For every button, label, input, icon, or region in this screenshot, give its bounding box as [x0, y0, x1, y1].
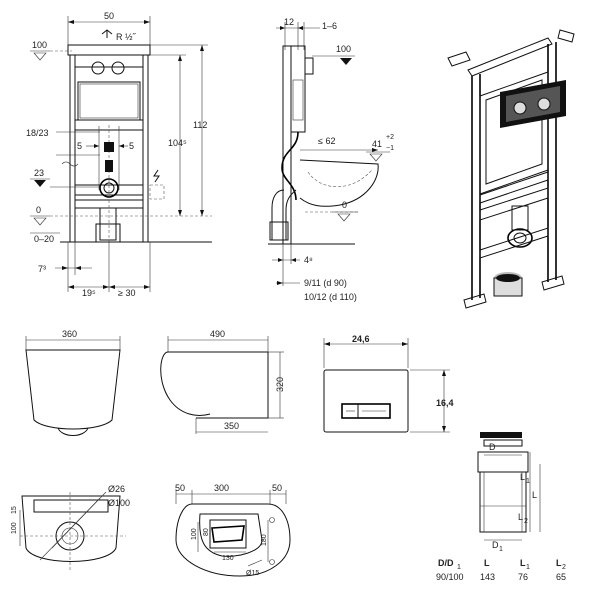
bowl-front-width: 360 [62, 329, 77, 339]
bowl-back-dia-a: Ø26 [108, 484, 125, 494]
bowl-top-dim-d: 180 [261, 534, 268, 546]
flush-button-left-icon [91, 61, 105, 75]
fixing-hole-icon [269, 559, 275, 565]
front-level-floor: 0 [36, 205, 41, 215]
table-header-sub-0: 1 [457, 564, 461, 571]
level-marker-floor-icon [33, 217, 47, 226]
iso-flush-plate-icon [500, 80, 566, 128]
bowl-back-dim-a: 100 [11, 522, 18, 534]
front-level-top: 100 [32, 40, 47, 50]
side-height-tol-base: 41 [372, 139, 382, 149]
connector-label-d: D [489, 442, 496, 452]
bowl-back-view: Ø26 Ø100 100 15 [11, 484, 130, 570]
front-dim-bottom-b: 19⁵ [82, 288, 96, 298]
side-depth-max: ≤ 62 [318, 136, 335, 146]
flush-plate-width: 24,6 [352, 334, 370, 344]
front-view: 50 R ½˝ 100 18/23 5 [26, 11, 212, 298]
bowl-back-dim-b: 15 [11, 506, 18, 514]
bowl-front-view: 360 [25, 329, 121, 436]
power-outlet-icon [149, 169, 165, 200]
front-level-inlet: 18/23 [26, 128, 49, 138]
table-cell-2: 76 [518, 572, 528, 582]
drain-outlet-icon [99, 178, 119, 198]
side-view: 12 1–6 100 ≤ 62 41 +2 −1 0 [268, 17, 394, 302]
bowl-top-dim-a: 100 [191, 528, 198, 540]
bowl-side-length: 490 [210, 329, 225, 339]
front-level-outlet: 23 [34, 168, 44, 178]
flush-plate-height: 16,4 [436, 398, 454, 408]
iso-drain-elbow-icon [507, 205, 533, 248]
connector-table: D/D 1 L L 1 L 2 90/100 143 76 65 [436, 558, 566, 582]
side-dim-top-b: 1–6 [322, 21, 337, 31]
bowl-side-view: 490 320 350 [160, 329, 285, 434]
bowl-top-view: 50 300 50 100 80 130 180 Ø15 [175, 483, 291, 577]
side-level-floor: 0 [342, 200, 347, 210]
table-header-3: L [556, 558, 562, 568]
bowl-back-dia-b: Ø100 [108, 498, 130, 508]
isometric-frame-illustration [447, 29, 575, 309]
front-width-dim: 50 [104, 11, 114, 21]
side-dim-top-a: 12 [284, 17, 294, 27]
table-cell-1: 143 [480, 572, 495, 582]
level-marker-icon [33, 52, 47, 61]
fixing-hole-icon [269, 517, 275, 523]
bowl-side-height: 320 [275, 377, 285, 392]
side-pipe-note-2: 10/12 (d 110) [304, 292, 357, 302]
side-dim-bottom: 4⁸ [304, 255, 313, 265]
connector-label-l: L [532, 490, 537, 500]
bowl-top-dim-c: 130 [222, 555, 234, 562]
water-tap-icon [101, 29, 113, 38]
flush-button-right-icon [111, 61, 125, 75]
front-height-total: 112 [193, 120, 207, 130]
level-marker-filled-icon [34, 180, 46, 187]
table-cell-3: 65 [556, 572, 566, 582]
front-height-upper: 104⁵ [168, 138, 187, 148]
bowl-top-dim-right: 50 [272, 483, 282, 493]
supply-fitting-icon [104, 142, 114, 172]
front-dim-bottom-c: ≥ 30 [118, 288, 135, 298]
connector-sub-l1: 1 [526, 478, 530, 485]
front-offset-right: 5 [129, 141, 134, 151]
iso-drain-pipe-icon [493, 272, 523, 297]
front-offset-left: 5 [77, 141, 82, 151]
side-level-top: 100 [336, 44, 351, 54]
table-header-0: D/D [438, 558, 454, 568]
side-height-tol-plus: +2 [386, 134, 394, 141]
bowl-top-dim-mid: 300 [214, 483, 229, 493]
connector-sub-l2: 2 [524, 518, 528, 525]
side-pipe-note-1: 9/11 (d 90) [304, 278, 347, 288]
front-pipe-label: R ½˝ [116, 32, 137, 42]
front-dim-bottom-a: 7³ [38, 264, 46, 274]
flush-dual-button-icon [341, 403, 391, 419]
connector-label-l1: L [520, 472, 525, 482]
connector-label-d1: D [492, 540, 499, 550]
table-header-sub-3: 2 [562, 564, 566, 571]
connector-sub-d1: 1 [499, 546, 503, 553]
table-cell-0: 90/100 [436, 572, 464, 582]
side-height-tol-minus: −1 [386, 145, 394, 152]
table-header-1: L [484, 558, 490, 568]
table-header-2: L [520, 558, 526, 568]
bowl-top-dim-b: 80 [203, 528, 210, 536]
table-header-sub-2: 1 [526, 564, 530, 571]
bowl-top-dia: Ø15 [246, 570, 259, 577]
front-floor-range: 0–20 [34, 234, 54, 244]
water-inlet-icon [61, 161, 79, 167]
side-level-marker-icon [340, 58, 352, 65]
bowl-top-dim-left: 50 [175, 483, 185, 493]
connector-view: D D 1 L L 1 L 2 D/D 1 L L 1 L 2 90/100 1… [436, 432, 566, 582]
bowl-side-base: 350 [224, 421, 239, 431]
flush-plate-view: 24,6 16,4 [323, 334, 454, 433]
connector-label-l2: L [518, 512, 523, 522]
